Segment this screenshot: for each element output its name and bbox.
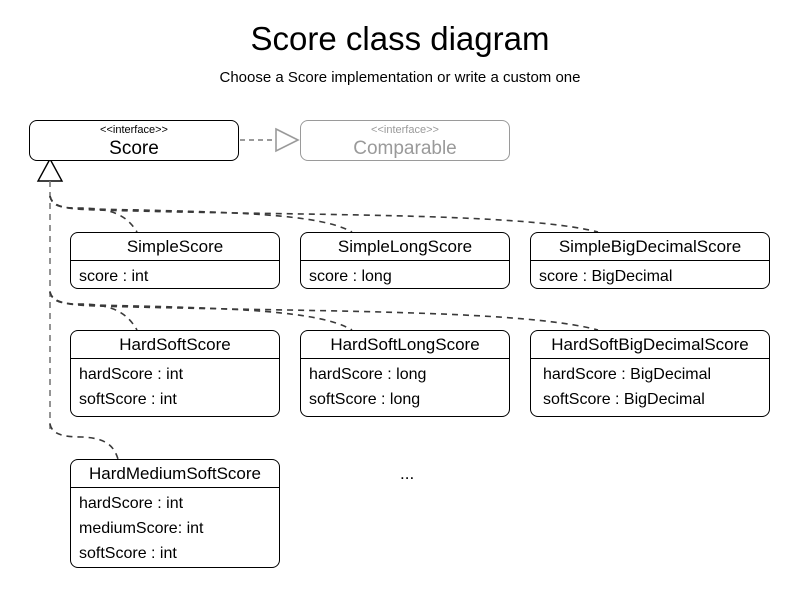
class-hard-medium-soft-score[interactable]: HardMediumSoftScore hardScore : int medi… xyxy=(70,459,280,568)
class-attribute: softScore : long xyxy=(309,391,421,408)
class-attribute: softScore : int xyxy=(79,391,177,408)
inheritance-branches-row1 xyxy=(49,195,599,233)
page-title: Score class diagram xyxy=(250,20,550,57)
class-attribute: hardScore : BigDecimal xyxy=(543,366,712,383)
interface-score[interactable]: <<interface>> Score xyxy=(29,120,239,161)
class-divider xyxy=(531,260,769,261)
class-hard-soft-big-decimal-score[interactable]: HardSoftBigDecimalScore hardScore : BigD… xyxy=(530,330,770,417)
class-attributes: hardScore : int softScore : int xyxy=(71,359,279,412)
class-simple-score[interactable]: SimpleScore score : int xyxy=(70,232,280,289)
class-simple-long-score[interactable]: SimpleLongScore score : long xyxy=(300,232,510,289)
generalization-triangle xyxy=(36,157,64,182)
interface-score-name: Score xyxy=(109,138,159,159)
class-attribute: hardScore : int xyxy=(79,366,184,383)
class-title: HardSoftBigDecimalScore xyxy=(551,335,749,354)
class-attribute: hardScore : long xyxy=(309,366,427,383)
interface-comparable-name: Comparable xyxy=(353,138,457,159)
class-attribute: score : long xyxy=(309,268,392,285)
class-attribute: mediumScore: int xyxy=(79,520,204,537)
interface-score-header: <<interface>> Score xyxy=(30,124,238,160)
class-attributes: score : long xyxy=(301,261,509,288)
class-divider xyxy=(531,358,769,359)
class-divider xyxy=(71,260,279,261)
class-title: SimpleScore xyxy=(126,237,224,256)
class-attributes: hardScore : long softScore : long xyxy=(301,359,509,412)
page-subtitle: Choose a Score implementation or write a… xyxy=(219,69,581,86)
realization-score-to-comparable xyxy=(240,127,300,153)
class-title: SimpleLongScore xyxy=(337,237,473,256)
class-title: HardMediumSoftScore xyxy=(89,464,261,483)
class-divider xyxy=(71,358,279,359)
class-attribute: softScore : int xyxy=(79,545,177,562)
interface-comparable-header: <<interface>> Comparable xyxy=(301,124,509,160)
class-simple-big-decimal-score[interactable]: SimpleBigDecimalScore score : BigDecimal xyxy=(530,232,770,289)
class-divider xyxy=(301,358,509,359)
class-attributes: hardScore : int mediumScore: int softSco… xyxy=(71,488,279,566)
class-attributes: score : BigDecimal xyxy=(531,261,769,288)
class-title: HardSoftLongScore xyxy=(330,335,480,354)
class-title: SimpleBigDecimalScore xyxy=(558,237,742,256)
class-attributes: score : int xyxy=(71,261,279,288)
class-attribute: hardScore : int xyxy=(79,495,184,512)
interface-comparable-stereotype: <<interface>> xyxy=(371,124,439,136)
interface-comparable[interactable]: <<interface>> Comparable xyxy=(300,120,510,161)
inheritance-branch-row3 xyxy=(49,423,119,460)
class-divider xyxy=(71,487,279,488)
class-attribute: score : BigDecimal xyxy=(539,268,673,285)
class-hard-soft-long-score[interactable]: HardSoftLongScore hardScore : long softS… xyxy=(300,330,510,417)
class-attribute: softScore : BigDecimal xyxy=(543,391,705,408)
class-attributes: hardScore : BigDecimal softScore : BigDe… xyxy=(531,359,769,412)
class-title: HardSoftScore xyxy=(119,335,231,354)
interface-score-stereotype: <<interface>> xyxy=(100,124,168,136)
class-attribute: score : int xyxy=(79,268,149,285)
class-hard-soft-score[interactable]: HardSoftScore hardScore : int softScore … xyxy=(70,330,280,417)
inheritance-branches-row2 xyxy=(49,291,599,331)
more-implementations-ellipsis: ... xyxy=(400,464,415,483)
class-divider xyxy=(301,260,509,261)
